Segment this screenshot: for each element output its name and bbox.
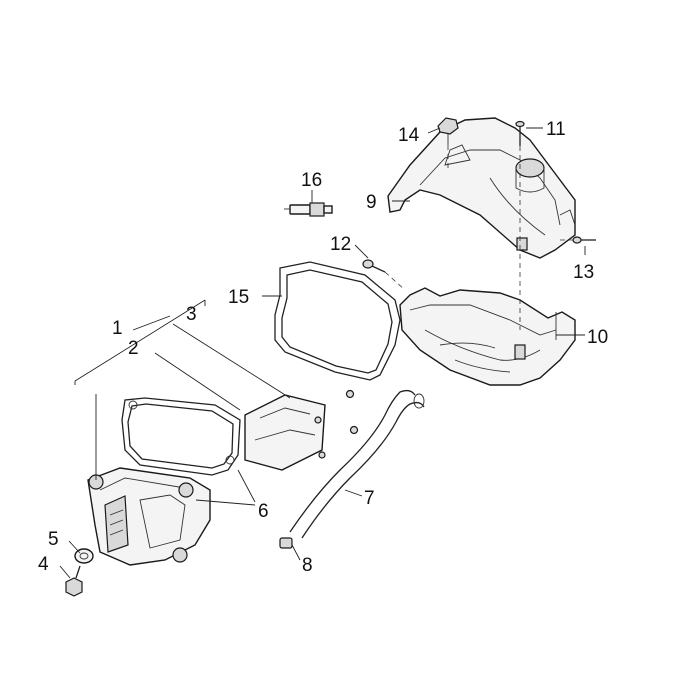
callout-9: 9 <box>366 192 377 213</box>
part-11-screw[interactable] <box>515 120 525 147</box>
callout-3: 3 <box>186 304 197 325</box>
part-3-reed-plate[interactable] <box>244 389 359 471</box>
callout-10: 10 <box>587 327 608 348</box>
part-5-washer[interactable] <box>74 548 94 564</box>
part-1-cylinder-head-cover[interactable] <box>87 467 211 566</box>
callout-8: 8 <box>302 555 313 576</box>
part-9-upper-cover[interactable] <box>387 117 576 259</box>
part-2-valve-gasket[interactable] <box>121 397 241 476</box>
part-4-bolt[interactable] <box>65 565 83 597</box>
callout-11: 11 <box>546 119 566 140</box>
callout-16: 16 <box>301 170 322 191</box>
callout-6: 6 <box>258 501 269 522</box>
part-15-cover-gasket[interactable] <box>274 261 401 381</box>
part-7-breather-hose[interactable] <box>289 389 425 539</box>
part-16-spark-plug[interactable] <box>284 202 333 217</box>
callout-12: 12 <box>330 234 351 255</box>
callout-14: 14 <box>398 125 420 146</box>
part-14-knob[interactable] <box>437 117 459 145</box>
callout-1: 1 <box>112 318 123 339</box>
group-bracket <box>74 299 206 480</box>
part-8-hose-clamp[interactable] <box>279 537 293 549</box>
callout-7: 7 <box>364 488 375 509</box>
part-13-bolt[interactable] <box>572 236 596 244</box>
part-10-lower-cover[interactable] <box>399 287 576 386</box>
callout-2: 2 <box>128 338 139 359</box>
callout-15: 15 <box>228 287 249 308</box>
callout-13: 13 <box>573 262 594 283</box>
callout-4: 4 <box>38 554 49 575</box>
callout-5: 5 <box>48 529 59 550</box>
assembly-lines <box>384 145 577 330</box>
leader-lines <box>59 127 586 579</box>
part-12-bolt[interactable] <box>362 259 386 273</box>
